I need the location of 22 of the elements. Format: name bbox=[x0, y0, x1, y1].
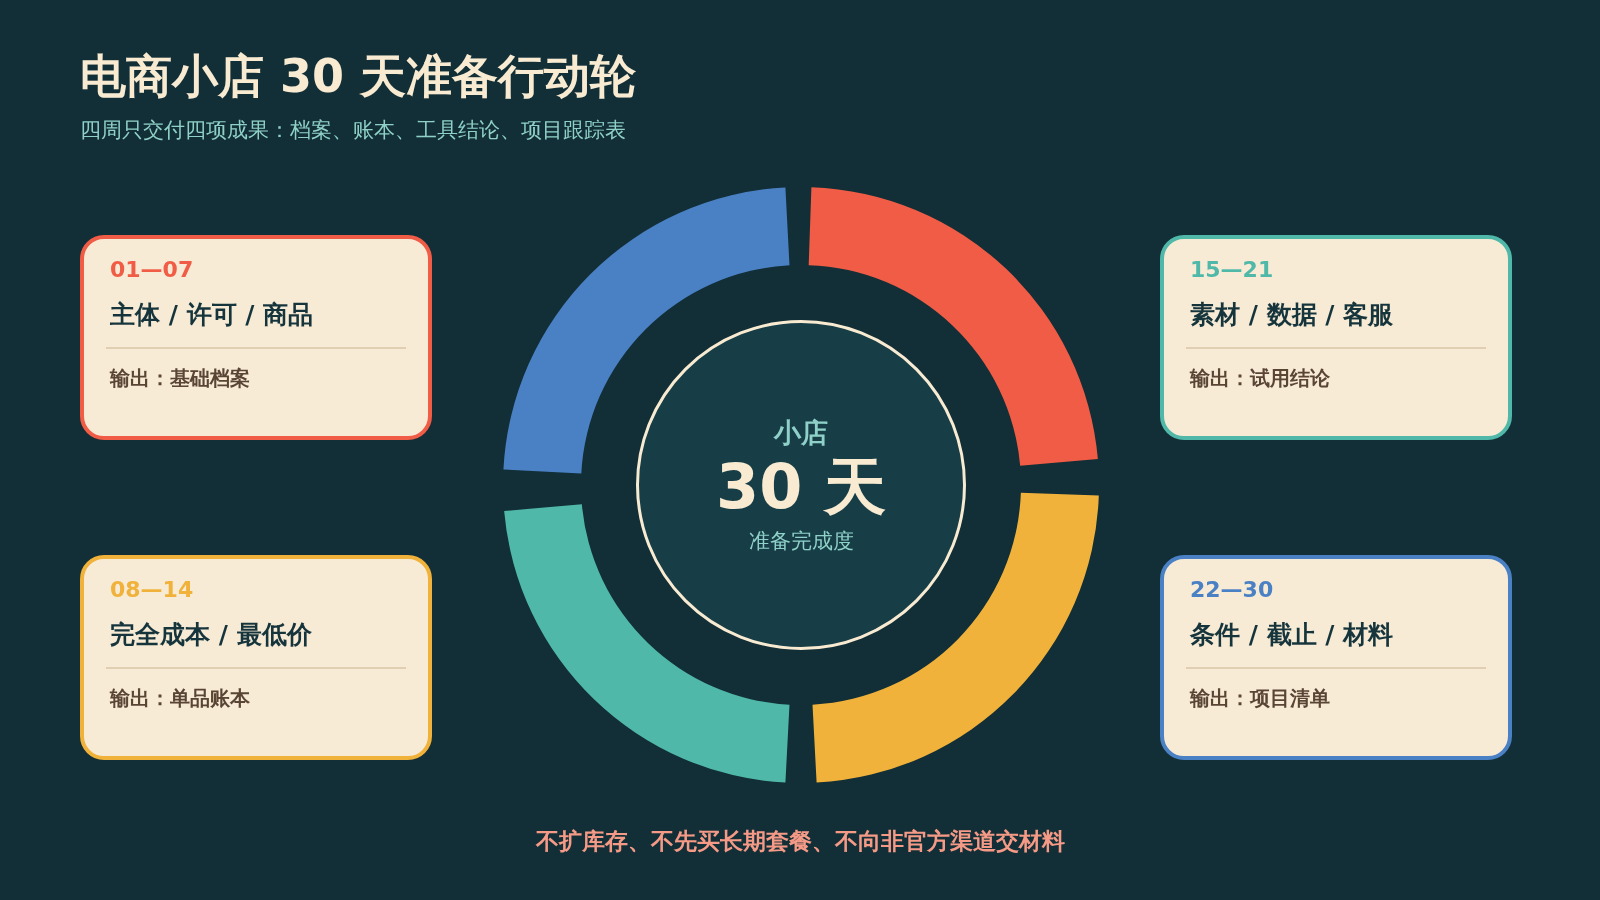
day-range: 01—07 bbox=[110, 257, 195, 282]
phase-output: 输出：试用结论 bbox=[1190, 365, 1331, 392]
phase-output: 输出：单品账本 bbox=[110, 685, 251, 712]
subtitle: 四周只交付四项成果：档案、账本、工具结论、项目跟踪表 bbox=[80, 117, 626, 144]
title: 电商小店 30 天准备行动轮 bbox=[80, 48, 637, 105]
footer-note: 不扩库存、不先买长期套餐、不向非官方渠道交材料 bbox=[534, 827, 1066, 856]
phase-card bbox=[1160, 555, 1512, 760]
hub-value: 30 天 bbox=[716, 451, 886, 523]
hub-caption: 准备完成度 bbox=[748, 527, 854, 555]
day-range: 22—30 bbox=[1190, 577, 1275, 602]
phase-heading: 条件 / 截止 / 材料 bbox=[1190, 619, 1395, 651]
phase-heading: 素材 / 数据 / 客服 bbox=[1190, 299, 1395, 331]
hub-label: 小店 bbox=[774, 416, 828, 451]
day-range: 15—21 bbox=[1190, 257, 1275, 282]
phase-heading: 完全成本 / 最低价 bbox=[110, 619, 313, 651]
phase-card bbox=[80, 235, 432, 440]
phase-output: 输出：项目清单 bbox=[1190, 685, 1331, 712]
phase-card bbox=[80, 555, 432, 760]
phase-heading: 主体 / 许可 / 商品 bbox=[110, 299, 315, 331]
phase-output: 输出：基础档案 bbox=[110, 365, 251, 392]
day-range: 08—14 bbox=[110, 577, 195, 602]
phase-card bbox=[1160, 235, 1512, 440]
